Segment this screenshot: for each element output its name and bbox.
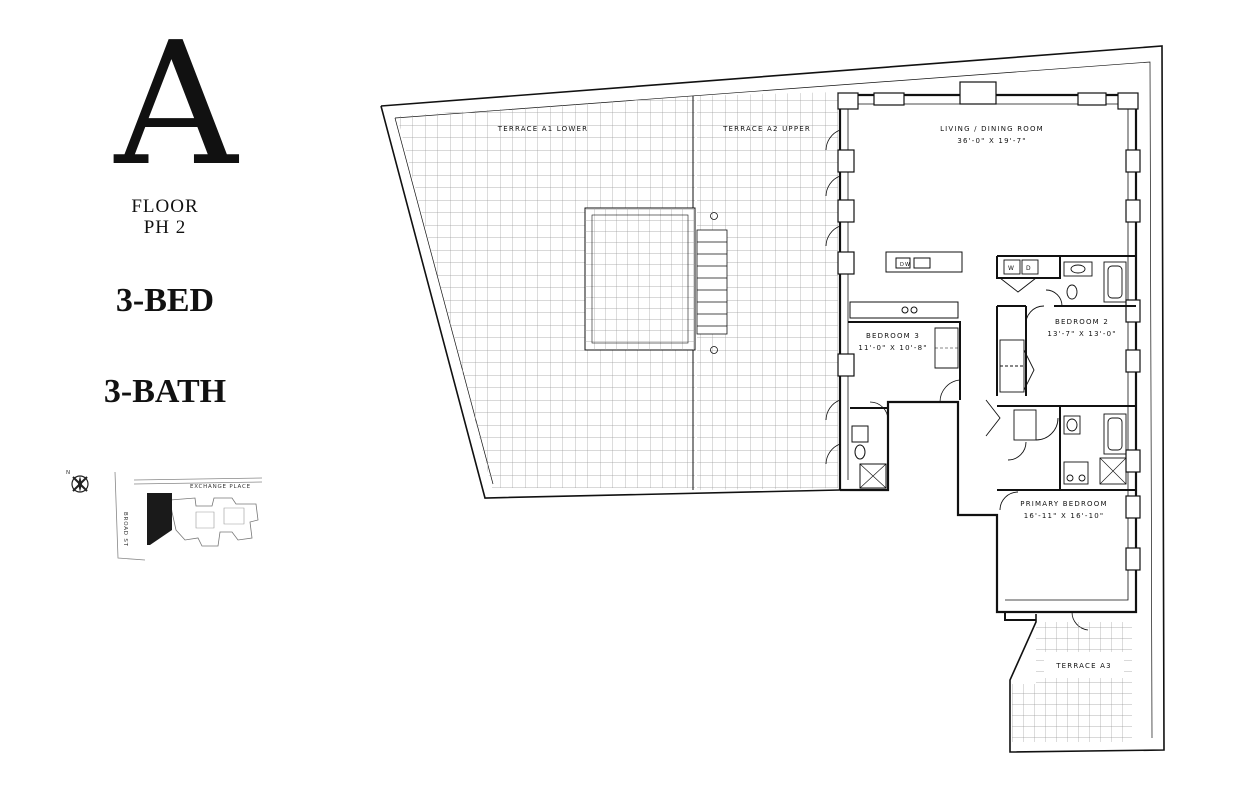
label-primary-bedroom: PRIMARY BEDROOM	[1020, 500, 1107, 508]
bedroom-3-walls	[848, 321, 961, 403]
laundry: W D	[999, 259, 1039, 293]
label-terrace-a1: TERRACE A1 LOWER	[497, 125, 588, 133]
label-bedroom-2: BEDROOM 2	[1055, 318, 1109, 326]
street-broad-st: BROAD ST	[122, 512, 128, 547]
dims-bedroom-2: 13'-7" X 13'-0"	[1047, 330, 1116, 338]
apartment-walls	[838, 93, 1138, 614]
powder-bath	[850, 401, 889, 489]
terrace-a2-upper	[697, 92, 838, 490]
unit-info-panel: A FLOOR PH 2 3-BED 3-BATH	[0, 0, 350, 800]
primary-bath	[997, 406, 1136, 511]
dims-primary-bedroom: 16'-11" X 16'-10"	[1024, 512, 1105, 520]
dryer-label: D	[1026, 265, 1032, 272]
compass-icon: N	[66, 470, 89, 493]
key-plan: N EXCHANGE PLACE BROAD ST	[66, 470, 263, 561]
dims-living-dining: 36'-0" X 19'-7"	[957, 137, 1026, 145]
label-bedroom-3: BEDROOM 3	[866, 332, 920, 340]
dims-bedroom-3: 11'-0" X 10'-8"	[858, 344, 927, 352]
washer-label: W	[1008, 265, 1015, 272]
north-marker: N	[66, 470, 71, 476]
terrace-a3	[1012, 622, 1132, 742]
bed-count: 3-BED	[115, 282, 215, 319]
floor-label-line2: PH 2	[143, 217, 187, 238]
label-terrace-a2: TERRACE A2 UPPER	[722, 125, 811, 133]
hall-closets	[985, 399, 1059, 461]
wall-piers	[837, 81, 1141, 571]
terrace-steps	[696, 212, 728, 354]
floor-plan: DW	[380, 45, 1165, 753]
label-terrace-a3: TERRACE A3	[1055, 662, 1112, 670]
floor-label-line1: FLOOR	[131, 196, 199, 217]
dishwasher-label: DW	[900, 262, 911, 268]
building-highlight	[147, 493, 172, 545]
bedroom-2-closets	[999, 305, 1045, 393]
room-labels: TERRACE A1 LOWER TERRACE A2 UPPER LIVING…	[497, 125, 1116, 670]
terrace-doors	[825, 129, 841, 465]
label-living-dining: LIVING / DINING ROOM	[940, 125, 1044, 133]
bath-2	[1045, 261, 1127, 307]
bath-count: 3-BATH	[103, 373, 227, 410]
unit-letter: A	[114, 6, 238, 204]
floor-label: FLOOR PH 2	[105, 196, 225, 238]
kitchen: DW	[849, 251, 963, 319]
street-exchange-place: EXCHANGE PLACE	[190, 484, 251, 490]
